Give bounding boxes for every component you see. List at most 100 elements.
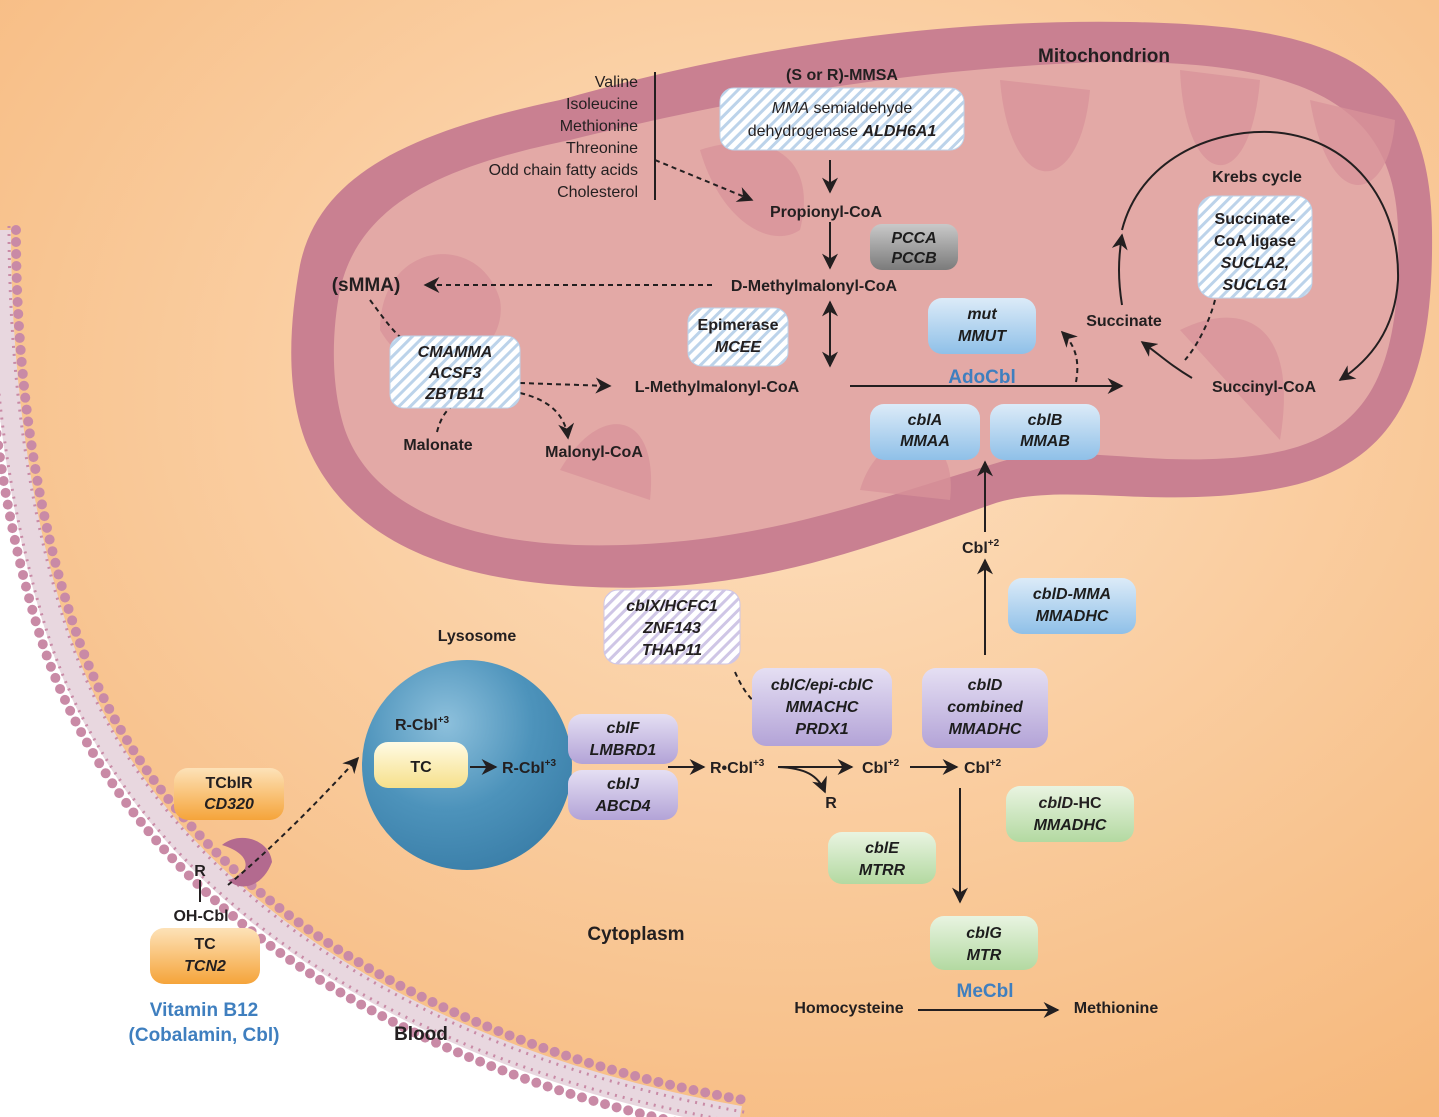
cbla-label: cblA — [908, 412, 943, 429]
rcbl3-lysosome-label: R-Cbl — [502, 760, 545, 777]
malonyl-coa-label: Malonyl-CoA — [545, 444, 643, 461]
mmut-label: MMUT — [958, 328, 1007, 345]
sucl-line1: Succinate- — [1215, 211, 1296, 228]
svg-text:Cbl+2: Cbl+2 — [964, 758, 1002, 777]
prdx1-label: PRDX1 — [795, 721, 848, 738]
box-cbld-mma: cblD-MMA MMADHC — [1008, 578, 1136, 634]
mut-label: mut — [967, 306, 997, 323]
rcbl3-lysosome-sup: +3 — [545, 758, 557, 769]
mitochondrion-inner — [333, 61, 1399, 546]
cbl2-mito-sup: +2 — [988, 538, 1000, 549]
abcd4-label: ABCD4 — [594, 798, 650, 815]
sucl-line2: CoA ligase — [1214, 233, 1296, 250]
svg-text:R-Cbl+3: R-Cbl+3 — [502, 758, 556, 777]
acsf3-label: ACSF3 — [428, 365, 482, 382]
mtr-label: MTR — [967, 947, 1002, 964]
substrate-cholesterol: Cholesterol — [557, 184, 638, 201]
krebs-cycle-label: Krebs cycle — [1212, 169, 1302, 186]
d-methylmalonyl-coa-label: D-Methylmalonyl-CoA — [731, 278, 898, 295]
box-cblx: cblX/HCFC1 ZNF143 THAP11 — [603, 589, 741, 665]
mcee-label: MCEE — [715, 339, 763, 356]
box-cbld-combined: cblD combined MMADHC — [922, 668, 1048, 748]
adocbl-label: AdoCbl — [948, 367, 1016, 388]
znf143-label: ZNF143 — [642, 620, 701, 637]
blood-label: Blood — [394, 1024, 448, 1045]
svg-text:MMA semialdehyde: MMA semialdehyde — [772, 100, 913, 117]
pccb-label: PCCB — [891, 250, 936, 267]
box-cbld-hc: cblD-HC MMADHC — [1006, 786, 1134, 842]
cblg-label: cblG — [966, 925, 1002, 942]
cblb-label: cblB — [1028, 412, 1063, 429]
l-methylmalonyl-coa-label: L-Methylmalonyl-CoA — [635, 379, 800, 396]
mmsa-dh-gene: ALDH6A1 — [861, 123, 936, 140]
pcca-label: PCCA — [891, 230, 936, 247]
substrate-valine: Valine — [595, 74, 638, 91]
epimerase-label: Epimerase — [698, 317, 779, 334]
box-cblb: cblB MMAB — [990, 404, 1100, 460]
box-cblc: cblC/epi-cblC MMACHC PRDX1 — [752, 668, 892, 746]
receptor-crescent — [222, 837, 272, 887]
lmbrd1-label: LMBRD1 — [590, 742, 657, 759]
succinyl-coa-label: Succinyl-CoA — [1212, 379, 1316, 396]
box-cmamma: CMAMMA ACSF3 ZBTB11 — [389, 335, 521, 409]
cblc-label: cblC/epi-cblC — [771, 677, 874, 694]
cd320-label: CD320 — [204, 796, 254, 813]
tcblr-label: TCblR — [205, 775, 253, 792]
mmsa-dh-line1: semialdehyde — [809, 100, 912, 117]
cblx-label: cblX/HCFC1 — [626, 598, 718, 615]
homocysteine-label: Homocysteine — [794, 1000, 903, 1017]
tc-lysosome-label: TC — [410, 759, 432, 776]
combined-label: combined — [947, 699, 1024, 716]
cble-label: cblE — [865, 840, 900, 857]
cblj-label: cblJ — [607, 776, 640, 793]
rcbl3-cytoplasm-sup: +3 — [753, 758, 765, 769]
substrate-isoleucine: Isoleucine — [566, 96, 638, 113]
cell-membrane-beads-outer — [0, 420, 677, 1117]
mmab-label: MMAB — [1020, 433, 1070, 450]
box-cblf: cblF LMBRD1 — [568, 714, 678, 764]
tc-blood-label: TC — [194, 936, 216, 953]
rcbl3-cytoplasm-label: R•Cbl — [710, 760, 753, 777]
lysosome-label: Lysosome — [438, 628, 517, 645]
box-tc-blood: TC TCN2 — [150, 928, 260, 984]
substrate-odd-chain-fatty-acids: Odd chain fatty acids — [489, 162, 638, 179]
cell-membrane-beads-inner — [11, 225, 749, 1105]
box-pcc: PCCA PCCB — [870, 224, 958, 270]
cbl2-a-sup: +2 — [888, 758, 900, 769]
box-cbla: cblA MMAA — [870, 404, 980, 460]
mtrr-label: MTRR — [859, 862, 906, 879]
mmaa-label: MMAA — [900, 433, 950, 450]
cbl2-mito-label: Cbl — [962, 540, 988, 557]
cbld-hc-italic: cblD — [1038, 795, 1073, 812]
mitochondrion-label: Mitochondrion — [1038, 46, 1170, 67]
cbld-hc-suffix: -HC — [1073, 795, 1102, 812]
vitamin-b12-subtitle: (Cobalamin, Cbl) — [129, 1025, 280, 1046]
mecbl-label: MeCbl — [957, 981, 1014, 1002]
cbld-mma-label: cblD-MMA — [1033, 586, 1111, 603]
smma-label: (sMMA) — [332, 275, 401, 296]
mmadhc-label-1: MMADHC — [1036, 608, 1109, 625]
box-cblj: cblJ ABCD4 — [568, 770, 678, 820]
cytoplasm-label: Cytoplasm — [587, 924, 684, 945]
svg-text:dehydrogenase ALDH6A1: dehydrogenase ALDH6A1 — [748, 123, 937, 140]
rcbl3-top-sup: +3 — [438, 715, 450, 726]
box-mut: mut MMUT — [928, 298, 1036, 354]
cell-membrane-lines — [0, 229, 742, 1117]
succinate-label: Succinate — [1086, 313, 1162, 330]
svg-text:R-Cbl+3: R-Cbl+3 — [395, 715, 449, 734]
svg-text:cblD-HC: cblD-HC — [1038, 795, 1102, 812]
substrate-threonine: Threonine — [566, 140, 638, 157]
box-succinate-coa-ligase: Succinate- CoA ligase SUCLA2, SUCLG1 — [1197, 195, 1313, 299]
mmsa-label: (S or R)-MMSA — [786, 67, 898, 84]
vitamin-b12-title: Vitamin B12 — [150, 1000, 258, 1021]
box-mmsa-dehydrogenase: MMA semialdehyde dehydrogenase ALDH6A1 — [719, 87, 965, 151]
cblf-label: cblF — [607, 720, 641, 737]
suclg1-label: SUCLG1 — [1223, 277, 1288, 294]
cmamma-label: CMAMMA — [418, 344, 493, 361]
thap11-label: THAP11 — [642, 642, 702, 659]
rcbl3-top-label: R-Cbl — [395, 717, 438, 734]
substrate-list: Valine Isoleucine Methionine Threonine O… — [489, 74, 639, 201]
box-epimerase: Epimerase MCEE — [687, 307, 789, 367]
